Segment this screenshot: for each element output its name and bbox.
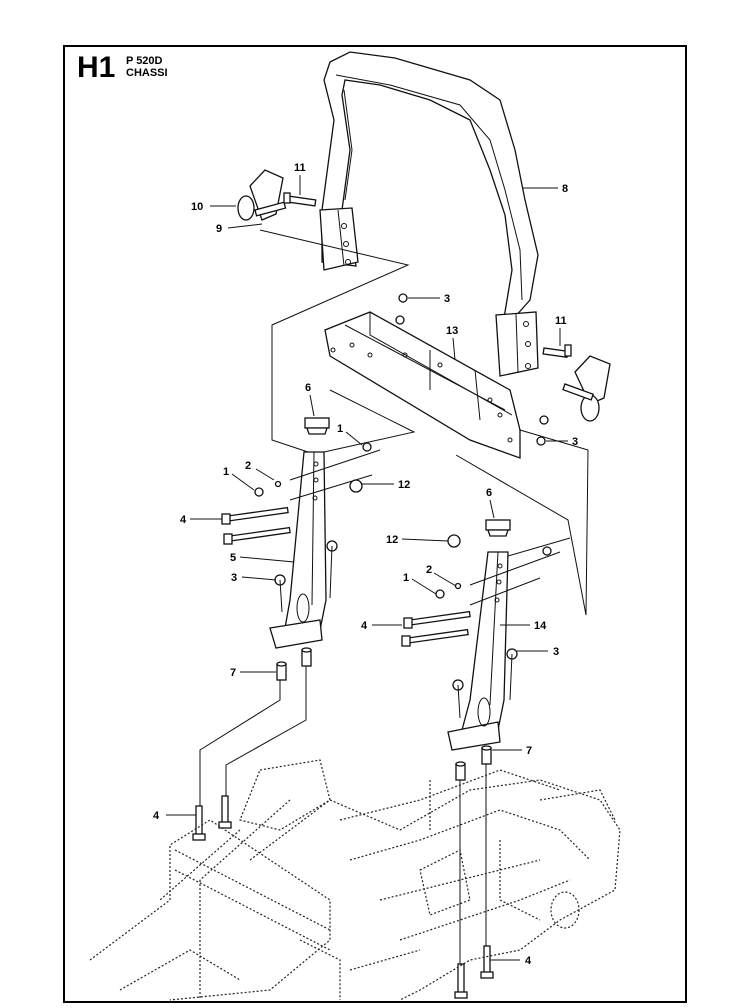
callout-6: 6 — [305, 382, 311, 394]
callout-3: 3 — [444, 293, 450, 305]
callout-11: 11 — [555, 315, 567, 327]
callout-1: 1 — [223, 466, 229, 478]
callout-12: 12 — [398, 479, 410, 491]
callout-7: 7 — [526, 745, 532, 757]
right-fasteners — [401, 534, 552, 691]
model-label: P 520D — [126, 55, 163, 67]
callout-14: 14 — [534, 620, 547, 632]
spacers — [276, 647, 492, 781]
callout-2: 2 — [426, 564, 432, 576]
callout-1: 1 — [337, 423, 343, 435]
section-code: H1 — [77, 51, 116, 84]
callout-3: 3 — [231, 572, 237, 584]
callout-7: 7 — [230, 667, 236, 679]
callout-8: 8 — [562, 183, 568, 195]
callout-3: 3 — [553, 646, 559, 658]
left-upright — [269, 417, 330, 649]
callout-13: 13 — [446, 325, 458, 337]
long-bolts — [192, 795, 494, 999]
crossbar — [324, 293, 549, 459]
callout-12: 12 — [386, 534, 398, 546]
callout-6: 6 — [486, 487, 492, 499]
callout-4: 4 — [153, 810, 160, 822]
callout-3: 3 — [572, 436, 578, 448]
callout-4: 4 — [361, 620, 368, 632]
lock-pin-right — [562, 355, 611, 422]
assembly-lines — [199, 229, 589, 964]
callout-4: 4 — [180, 514, 187, 526]
diagram-frame — [63, 45, 687, 1003]
callout-11: 11 — [294, 162, 306, 174]
roll-bar — [319, 51, 539, 377]
lock-pin-left — [237, 169, 287, 221]
right-upright — [447, 519, 511, 751]
callout-1: 1 — [403, 572, 409, 584]
bolt-11-right — [542, 344, 572, 359]
chassis-frame — [89, 759, 621, 1001]
callout-9: 9 — [216, 223, 222, 235]
callout-2: 2 — [245, 460, 251, 472]
bolt-11-left — [283, 192, 317, 207]
callout-leaders — [166, 175, 568, 961]
callout-10: 10 — [191, 201, 203, 213]
callout-4: 4 — [525, 955, 532, 967]
section-label: CHASSI — [126, 67, 168, 79]
callout-5: 5 — [230, 552, 236, 564]
callout-labels: 11 10 9 8 3 13 11 6 1 3 2 1 12 4 6 12 5 … — [153, 162, 578, 967]
